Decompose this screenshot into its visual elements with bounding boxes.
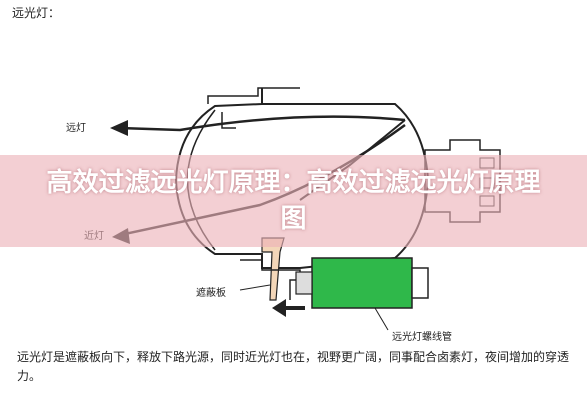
label-shield: 遮蔽板 [196,286,226,299]
watermark-banner [0,155,587,247]
watermark-banner-title: 高效过滤远光灯原理：高效过滤远光灯原理图 [46,168,541,234]
solenoid-plunger [295,271,313,295]
solenoid-body [311,257,413,309]
page-caption: 远光灯是遮蔽板向下，释放下路光源，同时近光灯也在，视野更广阔，同事配合卤素灯，夜… [17,350,570,383]
housing-top-tab [207,87,300,104]
solenoid-cap [411,267,429,299]
label-high-beam: 远灯 [66,122,86,134]
solenoid-leader-line [374,307,389,331]
page-heading: 远光灯： [12,6,61,20]
high-beam-ray [117,115,406,132]
high-beam-arrowhead [110,120,128,136]
reflector-housing [174,88,430,269]
housing-inner-bracket [221,112,236,129]
motion-arrow-head [272,299,286,317]
shield-leader-line [239,284,271,291]
lower-bracket [240,259,301,300]
label-solenoid-tube: 远光灯螺线管 [392,330,452,343]
